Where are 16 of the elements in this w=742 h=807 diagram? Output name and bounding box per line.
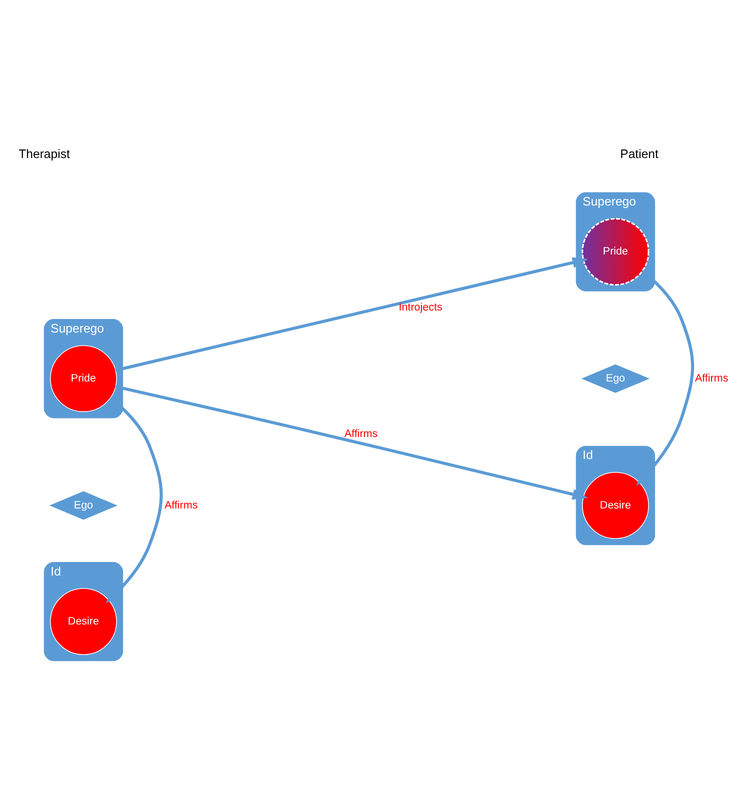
label: Patient — [620, 146, 658, 160]
node-diamond: Ego — [49, 490, 118, 520]
edge-label: Affirms — [164, 498, 198, 511]
label: Therapist — [18, 146, 70, 160]
node-circle: Pride — [582, 217, 650, 286]
node-diamond: Ego — [581, 364, 650, 392]
arrow — [115, 256, 588, 372]
node-circle: Pride — [50, 344, 117, 412]
node-circle: Desire — [50, 588, 117, 654]
edge-label: Affirms — [344, 428, 378, 440]
node-circle: Desire — [582, 472, 649, 538]
edge-label: Introjects — [398, 300, 442, 313]
arrow — [636, 269, 694, 486]
edge-label: Affirms — [694, 372, 728, 384]
arrow — [106, 396, 163, 603]
arrow — [115, 384, 588, 500]
